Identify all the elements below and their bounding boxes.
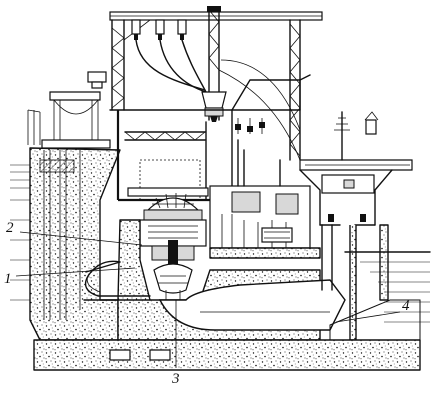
headwater [10, 164, 30, 301]
foundation-slab [33, 339, 421, 371]
gantry-crane [109, 6, 323, 161]
intake-dam-body [29, 147, 121, 341]
callout-label-1: 1 [4, 271, 12, 287]
crane-hoist-mid [155, 19, 165, 40]
lifted-transformer [201, 91, 227, 122]
tailrace-deck [299, 159, 413, 341]
right-mast [334, 111, 379, 161]
crane-cables [135, 39, 301, 161]
callout-leaders [15, 231, 401, 368]
callout-label-4: 4 [402, 298, 410, 314]
powerhouse-building [109, 74, 311, 201]
crane-hoist-left [131, 19, 141, 40]
callout-label-2: 2 [6, 220, 14, 236]
tailwater [329, 251, 431, 341]
callout-label-3: 3 [171, 371, 180, 387]
turbine-runner [153, 263, 193, 304]
draft-tube [158, 279, 346, 331]
crane-hoist-right [177, 19, 187, 40]
switchgear-building [209, 139, 321, 259]
gate-house-crane [27, 71, 111, 149]
